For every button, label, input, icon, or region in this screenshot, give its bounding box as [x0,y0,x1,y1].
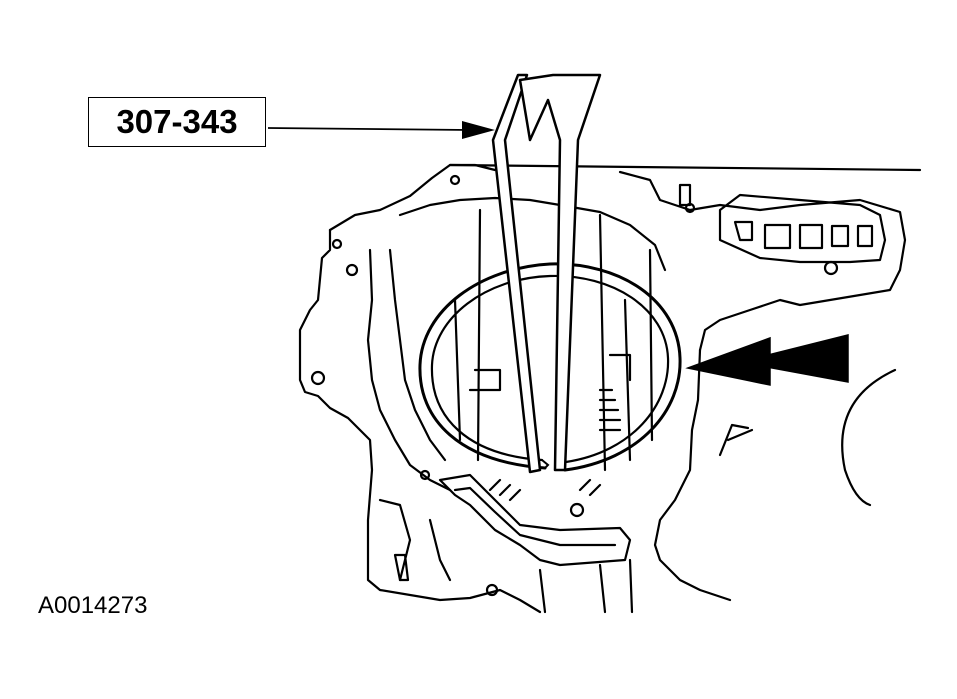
case-right-lower [655,350,730,600]
internal-step [470,370,500,390]
gear-teeth [490,480,600,500]
callout-leader [268,121,495,139]
case-flange-outline [300,230,540,612]
bolt-hole [825,262,837,274]
bore-shadow [390,250,445,460]
pliers-jaw-right [520,75,600,470]
bolt-hole [487,585,497,595]
case-seam-line [450,165,920,170]
internal-vertical-3 [455,300,460,440]
bolt-hole [312,372,324,384]
ring-eye-left [542,460,548,468]
bore-top-rim [400,198,665,270]
internal-vertical-2 [600,215,605,470]
ring-inner [432,276,668,462]
bolt-hole [686,204,694,212]
valve-slot-1 [735,222,752,240]
pliers-jaw-left [493,75,540,472]
valve-slot-2 [765,225,790,248]
bolt-hole [451,176,459,184]
lower-left-block [380,500,450,580]
case-flange-top [330,165,495,230]
direction-arrow-icon [688,335,848,385]
internal-teeth [600,390,620,430]
bolt-hole [571,504,583,516]
valve-slot-5 [858,226,872,246]
bore-inner-outline [368,250,450,490]
bracket-mark [720,425,752,455]
valve-slot-4 [832,226,848,246]
housing-arc [842,370,895,505]
internal-vertical-4 [625,300,630,460]
lower-passage-inner [455,488,615,545]
bolt-hole [421,471,429,479]
bolt-hole [333,240,341,248]
lower-block [540,560,632,612]
valve-tab [680,185,690,205]
snap-ring-pliers-icon [493,75,600,472]
lower-passage [440,475,630,565]
lower-left-slot [395,555,408,580]
valve-window [720,195,885,262]
case-right-edge [620,172,905,350]
valve-slot-3 [800,225,822,248]
internal-step-2 [610,355,630,380]
internal-vertical-5 [650,250,652,440]
tool-number-callout: 307-343 [88,97,266,147]
internal-vertical-1 [478,210,480,460]
figure-id: A0014273 [38,592,148,619]
bolt-hole [347,265,357,275]
ring-outer [420,264,680,470]
